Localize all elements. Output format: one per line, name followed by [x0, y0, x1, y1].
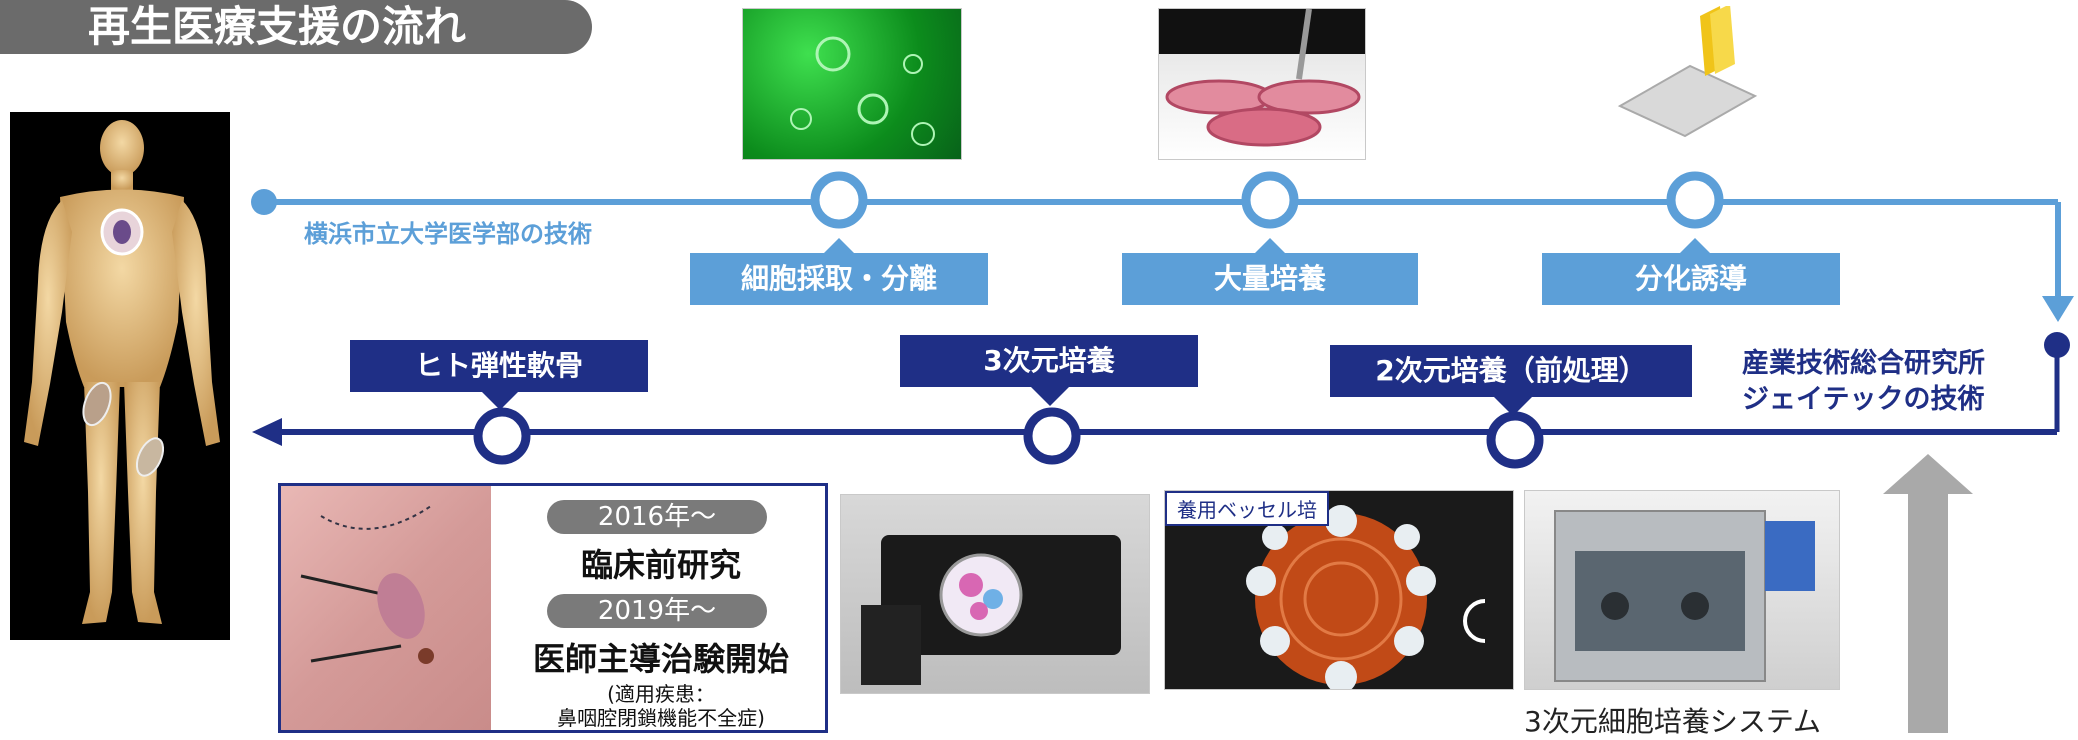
disease-note-line1: (適用疾患：	[607, 682, 715, 706]
culture-vessel-photo: 養用ベッセル培	[1164, 490, 1514, 693]
vessel-label: 養用ベッセル培	[1165, 491, 1329, 526]
step-label-3d-culture: 3次元培養	[900, 335, 1198, 387]
step-label-differentiation: 分化誘導	[1542, 253, 1840, 305]
surgery-photo	[281, 486, 491, 730]
culture-dish-photo	[1158, 8, 1366, 160]
top-step-node-1	[810, 171, 868, 229]
preclinical-text: 臨床前研究	[580, 546, 741, 584]
year-badge-2019: 2019年～	[547, 594, 767, 628]
bottom-pointer-2	[1030, 386, 1070, 406]
step-label-2d-culture: 2次元培養（前処理）	[1330, 345, 1692, 397]
clinical-panel: 2016年～ 臨床前研究 2019年～ 医師主導治験開始 (適用疾患： 鼻咽腔閉…	[278, 483, 828, 733]
culture-system-photo	[1524, 490, 1840, 690]
step-label-cell-isolation: 細胞採取・分離	[690, 253, 988, 305]
gray-up-arrow-head	[1883, 454, 1973, 494]
human-body-figure	[10, 112, 230, 640]
3d-culture-device-photo	[840, 494, 1150, 694]
bottom-caption-line2: ジェイテックの技術	[1742, 384, 1985, 415]
page-title: 再生医療支援の流れ	[0, 0, 592, 54]
top-flow-caption: 横浜市立大学医学部の技術	[304, 220, 592, 248]
top-step-node-2	[1241, 171, 1299, 229]
bottom-flow-caption: 産業技術総合研究所 ジェイテックの技術	[1742, 346, 1985, 418]
cell-microscope-photo	[742, 8, 962, 160]
clinical-trial-text: 医師主導治験開始	[532, 640, 789, 678]
top-step-node-3	[1666, 171, 1724, 229]
step-label-mass-culture: 大量培養	[1122, 253, 1418, 305]
bottom-pointer-3	[1493, 396, 1533, 416]
bottom-step-node-1	[473, 407, 531, 465]
top-flow-arrowhead	[2042, 296, 2074, 322]
bottom-step-node-2	[1023, 407, 1081, 465]
disease-note-line2: 鼻咽腔閉鎖機能不全症)	[557, 706, 765, 730]
system-caption: 3次元細胞培養システム	[1524, 705, 1821, 738]
bottom-pointer-1	[480, 390, 520, 410]
gray-up-arrow-shaft	[1908, 492, 1948, 733]
disease-note: (適用疾患： 鼻咽腔閉鎖機能不全症)	[497, 682, 825, 730]
bottom-caption-line1: 産業技術総合研究所	[1742, 348, 1985, 379]
year-badge-2016: 2016年～	[547, 500, 767, 534]
bottom-flow-arrowhead	[252, 418, 282, 446]
step-label-elastic-cartilage: ヒト弾性軟骨	[350, 340, 648, 392]
well-plate-photo	[1610, 4, 1760, 142]
bottom-step-node-3	[1486, 411, 1544, 469]
